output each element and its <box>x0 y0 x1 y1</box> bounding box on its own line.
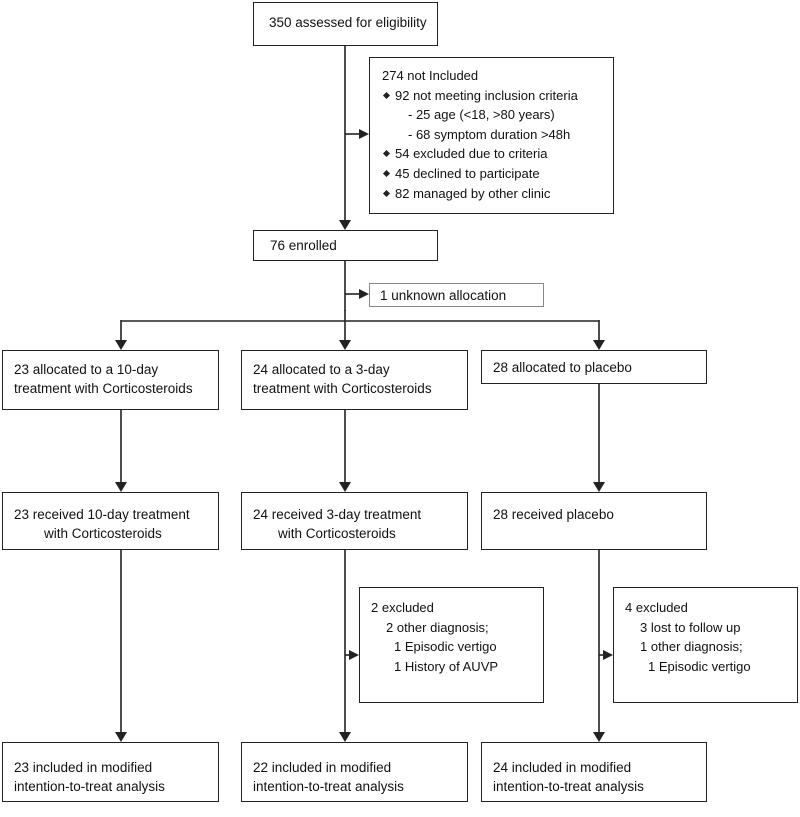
included-line: 23 included in modified <box>14 760 153 775</box>
included-box-arm1: 23 included in modified intention-to-tre… <box>2 742 219 802</box>
excluded-box-arm2: 2 excluded 2 other diagnosis; 1 Episodic… <box>359 587 544 703</box>
received-line: with Corticosteroids <box>278 526 396 541</box>
allocated-line: 28 allocated to placebo <box>493 360 632 375</box>
criteria-bullet-item: 82 managed by other clinic <box>382 184 613 204</box>
criteria-text: 82 managed by other clinic <box>395 185 551 201</box>
criteria-text: 54 excluded due to criteria <box>395 146 548 162</box>
received-box-arm1: 23 received 10-day treatment with Cortic… <box>2 492 219 550</box>
not-included-list: 92 not meeting inclusion criteria - 25 ag… <box>382 86 613 204</box>
received-box-arm2: 24 received 3-day treatment with Cortico… <box>241 492 468 550</box>
allocated-box-arm1: 23 allocated to a 10-day treatment with … <box>2 350 219 410</box>
not-included-box: 274 not Included 92 not meeting inclusio… <box>369 57 614 214</box>
received-box-arm3: 28 received placebo <box>481 492 707 550</box>
criteria-bullet-item: 54 excluded due to criteria <box>382 144 613 164</box>
excluded-line: 1 Episodic vertigo <box>394 639 497 654</box>
diamond-bullet-icon <box>382 189 391 197</box>
excluded-line: 1 other diagnosis; <box>640 639 743 654</box>
included-box-arm3: 24 included in modified intention-to-tre… <box>481 742 707 802</box>
criteria-text: 45 declined to participate <box>395 165 540 181</box>
unknown-allocation-text: 1 unknown allocation <box>380 288 507 303</box>
criteria-sub-item: - 68 symptom duration >48h <box>382 125 613 145</box>
assessed-box: 350 assessed for eligibility <box>253 2 438 46</box>
received-line: 24 received 3-day treatment <box>253 507 422 522</box>
allocated-line: treatment with Corticosteroids <box>14 381 193 396</box>
allocated-line: 23 allocated to a 10-day <box>14 362 159 377</box>
assessed-text: 350 assessed for eligibility <box>269 15 427 30</box>
criteria-sub-item: - 25 age (<18, >80 years) <box>382 105 613 125</box>
included-line: intention-to-treat analysis <box>253 779 404 794</box>
allocated-line: 24 allocated to a 3-day <box>253 362 390 377</box>
criteria-text: - 25 age (<18, >80 years) <box>408 107 555 123</box>
diamond-bullet-icon <box>382 169 391 178</box>
enrolled-box: 76 enrolled <box>253 230 438 261</box>
excluded-line: 3 lost to follow up <box>640 619 741 635</box>
excluded-line: 1 Episodic vertigo <box>648 658 751 674</box>
excluded-box-arm3: 4 excluded 3 lost to follow up 1 other d… <box>613 587 798 703</box>
received-line: 23 received 10-day treatment <box>14 507 190 522</box>
enrolled-text: 76 enrolled <box>270 238 337 253</box>
excluded-line: 1 History of AUVP <box>394 658 499 674</box>
included-line: intention-to-treat analysis <box>14 779 165 794</box>
allocated-box-arm2: 24 allocated to a 3-day treatment with C… <box>241 350 468 410</box>
received-line: 28 received placebo <box>493 507 614 522</box>
criteria-bullet-item: 92 not meeting inclusion criteria <box>382 86 613 106</box>
diamond-bullet-icon <box>382 150 391 158</box>
not-included-title: 274 not Included <box>382 68 479 83</box>
allocated-line: treatment with Corticosteroids <box>253 381 432 396</box>
received-line: with Corticosteroids <box>44 526 162 541</box>
included-box-arm2: 22 included in modified intention-to-tre… <box>241 742 468 802</box>
criteria-text: 92 not meeting inclusion criteria <box>395 87 578 103</box>
excluded-line: 4 excluded <box>625 600 688 615</box>
diamond-bullet-icon <box>382 91 391 99</box>
unknown-allocation-box: 1 unknown allocation <box>369 283 544 307</box>
included-line: intention-to-treat analysis <box>493 779 644 794</box>
excluded-line: 2 excluded <box>371 600 434 615</box>
allocated-box-arm3: 28 allocated to placebo <box>481 350 707 384</box>
excluded-line: 2 other diagnosis; <box>386 619 489 635</box>
included-line: 24 included in modified <box>493 760 632 775</box>
criteria-text: - 68 symptom duration >48h <box>408 126 571 142</box>
criteria-bullet-item: 45 declined to participate <box>382 164 613 184</box>
included-line: 22 included in modified <box>253 760 392 775</box>
